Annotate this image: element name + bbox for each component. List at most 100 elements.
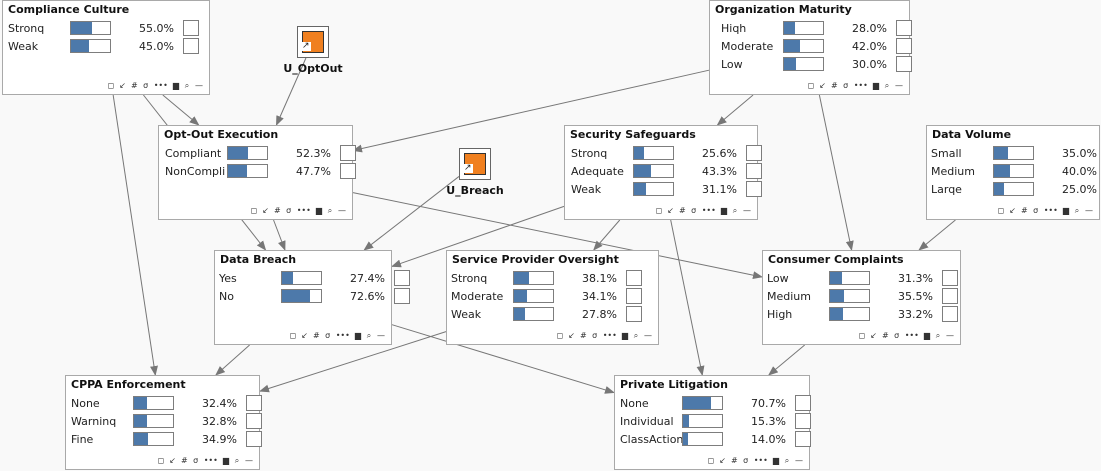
search-icon[interactable]: ⌕: [184, 81, 190, 90]
utility-node-u-optout[interactable]: ↗U_OptOut: [283, 26, 343, 75]
sigma-icon[interactable]: σ: [143, 81, 149, 90]
more-icon[interactable]: •••: [335, 331, 350, 340]
evidence-checkbox[interactable]: [896, 56, 912, 72]
collapse-icon[interactable]: —: [743, 206, 751, 215]
grid-icon[interactable]: #: [678, 206, 686, 215]
utility-node-u-breach[interactable]: ↗U_Breach: [446, 148, 504, 197]
sigma-icon[interactable]: σ: [325, 331, 331, 340]
arrow-icon[interactable]: ↙: [870, 331, 877, 340]
search-icon[interactable]: ⌕: [366, 331, 372, 340]
grid-icon[interactable]: #: [881, 331, 889, 340]
evidence-checkbox[interactable]: [246, 431, 262, 447]
evidence-checkbox[interactable]: [942, 306, 958, 322]
evidence-checkbox[interactable]: [340, 163, 356, 179]
more-icon[interactable]: •••: [602, 331, 617, 340]
evidence-checkbox[interactable]: [942, 288, 958, 304]
arrow-icon[interactable]: ↙: [719, 456, 726, 465]
collapse-icon[interactable]: —: [795, 456, 803, 465]
minimize-icon[interactable]: ◻: [858, 331, 866, 340]
more-icon[interactable]: •••: [701, 206, 716, 215]
evidence-checkbox[interactable]: [626, 306, 642, 322]
bar-chart-icon[interactable]: ▆: [621, 331, 628, 340]
sigma-icon[interactable]: σ: [691, 206, 697, 215]
evidence-checkbox[interactable]: [183, 38, 199, 54]
evidence-checkbox[interactable]: [626, 288, 642, 304]
evidence-checkbox[interactable]: [795, 413, 811, 429]
minimize-icon[interactable]: ◻: [250, 206, 258, 215]
minimize-icon[interactable]: ◻: [707, 456, 715, 465]
evidence-checkbox[interactable]: [626, 270, 642, 286]
bar-chart-icon[interactable]: ▆: [772, 456, 779, 465]
bar-chart-icon[interactable]: ▆: [872, 81, 879, 90]
collapse-icon[interactable]: —: [338, 206, 346, 215]
evidence-checkbox[interactable]: [896, 20, 912, 36]
search-icon[interactable]: ⌕: [633, 331, 639, 340]
minimize-icon[interactable]: ◻: [807, 81, 815, 90]
more-icon[interactable]: •••: [753, 456, 768, 465]
bar-chart-icon[interactable]: ▆: [222, 456, 229, 465]
bar-chart-icon[interactable]: ▆: [172, 81, 179, 90]
more-icon[interactable]: •••: [1043, 206, 1058, 215]
evidence-checkbox[interactable]: [746, 181, 762, 197]
search-icon[interactable]: ⌕: [884, 81, 890, 90]
collapse-icon[interactable]: —: [1085, 206, 1093, 215]
sigma-icon[interactable]: σ: [286, 206, 292, 215]
collapse-icon[interactable]: —: [946, 331, 954, 340]
grid-icon[interactable]: #: [130, 81, 138, 90]
evidence-checkbox[interactable]: [246, 413, 262, 429]
evidence-checkbox[interactable]: [942, 270, 958, 286]
search-icon[interactable]: ⌕: [935, 331, 941, 340]
sigma-icon[interactable]: σ: [843, 81, 849, 90]
more-icon[interactable]: •••: [296, 206, 311, 215]
collapse-icon[interactable]: —: [644, 331, 652, 340]
evidence-checkbox[interactable]: [746, 145, 762, 161]
minimize-icon[interactable]: ◻: [556, 331, 564, 340]
arrow-icon[interactable]: ↙: [819, 81, 826, 90]
sigma-icon[interactable]: σ: [193, 456, 199, 465]
arrow-icon[interactable]: ↙: [667, 206, 674, 215]
search-icon[interactable]: ⌕: [1074, 206, 1080, 215]
bar-chart-icon[interactable]: ▆: [315, 206, 322, 215]
evidence-checkbox[interactable]: [183, 20, 199, 36]
grid-icon[interactable]: #: [730, 456, 738, 465]
evidence-checkbox[interactable]: [246, 395, 262, 411]
grid-icon[interactable]: #: [273, 206, 281, 215]
collapse-icon[interactable]: —: [195, 81, 203, 90]
bar-chart-icon[interactable]: ▆: [923, 331, 930, 340]
collapse-icon[interactable]: —: [245, 456, 253, 465]
bar-chart-icon[interactable]: ▆: [354, 331, 361, 340]
minimize-icon[interactable]: ◻: [289, 331, 297, 340]
more-icon[interactable]: •••: [904, 331, 919, 340]
search-icon[interactable]: ⌕: [327, 206, 333, 215]
minimize-icon[interactable]: ◻: [997, 206, 1005, 215]
sigma-icon[interactable]: σ: [743, 456, 749, 465]
arrow-icon[interactable]: ↙: [169, 456, 176, 465]
minimize-icon[interactable]: ◻: [157, 456, 165, 465]
bar-chart-icon[interactable]: ▆: [1062, 206, 1069, 215]
bar-chart-icon[interactable]: ▆: [720, 206, 727, 215]
grid-icon[interactable]: #: [312, 331, 320, 340]
grid-icon[interactable]: #: [180, 456, 188, 465]
more-icon[interactable]: •••: [853, 81, 868, 90]
grid-icon[interactable]: #: [1020, 206, 1028, 215]
grid-icon[interactable]: #: [830, 81, 838, 90]
arrow-icon[interactable]: ↙: [262, 206, 269, 215]
sigma-icon[interactable]: σ: [592, 331, 598, 340]
evidence-checkbox[interactable]: [746, 163, 762, 179]
sigma-icon[interactable]: σ: [894, 331, 900, 340]
minimize-icon[interactable]: ◻: [655, 206, 663, 215]
search-icon[interactable]: ⌕: [784, 456, 790, 465]
more-icon[interactable]: •••: [203, 456, 218, 465]
arrow-icon[interactable]: ↙: [119, 81, 126, 90]
collapse-icon[interactable]: —: [895, 81, 903, 90]
evidence-checkbox[interactable]: [394, 288, 410, 304]
